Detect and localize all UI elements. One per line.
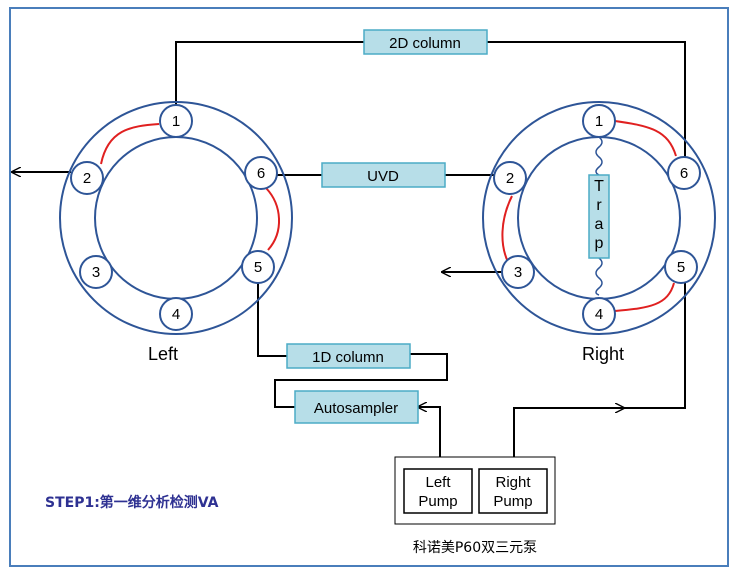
line-1d-column-to-autosampler [274,353,448,408]
trap-column [588,174,610,259]
column-1d: 1D column [286,343,411,369]
autosampler-label: Autosampler [314,400,398,417]
left-pump-line1: Left [425,474,451,491]
trap-wave-top [595,136,603,176]
line-l1-to-2d-column [175,41,364,106]
pump-housing: Left Pump Right Pump [394,456,556,525]
left-valve-port-label-2: 2 [83,170,91,187]
left-valve-port-label-5: 5 [254,259,262,276]
line-r5-down [622,283,686,409]
left-loop-1-2 [100,123,160,165]
right-valve-port-3 [501,255,535,289]
left-valve-inner-ring [94,136,258,300]
left-valve-port-label-1: 1 [172,113,180,130]
right-valve-port-label-1: 1 [595,113,603,130]
line-right-pump-to-valve [513,408,624,467]
left-valve-port-label-6: 6 [257,165,265,182]
right-loop-1-6 [614,120,677,157]
right-valve-port-5 [664,250,698,284]
left-valve: 1 2 3 4 5 6 [59,101,293,335]
left-valve-label: Left [148,344,178,364]
line-left-pump-to-autosampler [418,407,441,467]
right-pump: Right Pump [478,468,548,514]
left-valve-port-label-3: 3 [92,264,100,281]
left-pump: Left Pump [403,468,473,514]
uvd-detector: UVD [321,162,446,188]
right-loop-4-5 [614,282,675,312]
right-loop-2-3 [501,195,513,263]
right-valve-port-label-3: 3 [514,264,522,281]
left-pump-line2: Pump [418,493,457,510]
step-title: STEP1:第一维分析检测VA [45,494,219,511]
right-pump-line1: Right [495,474,531,491]
right-pump-line2: Pump [493,493,532,510]
left-valve-port-1 [159,104,193,138]
left-valve-port-4 [159,297,193,331]
line-l5-to-1d-column [257,283,287,357]
right-valve-label: Right [582,344,624,364]
right-valve-port-2 [493,161,527,195]
pump-caption: 科诺美P60双三元泵 [413,540,537,556]
autosampler: Autosampler [294,390,419,424]
left-valve-port-6 [244,156,278,190]
left-valve-port-2 [70,161,104,195]
right-valve-outer-ring [482,101,716,335]
left-valve-outer-ring [59,101,293,335]
outer-frame [9,7,729,567]
line-2d-column-to-r6 [487,41,686,161]
left-loop-6-5 [265,187,281,251]
right-valve-port-label-6: 6 [680,165,688,182]
column-2d: 2D column [363,29,488,55]
right-valve-port-1 [582,104,616,138]
right-valve-port-label-2: 2 [506,170,514,187]
uvd-label: UVD [367,168,399,185]
right-valve-port-label-5: 5 [677,259,685,276]
flow-lines [12,41,686,467]
right-valve-port-6 [667,156,701,190]
left-valve-port-5 [241,250,275,284]
right-valve-port-4 [582,297,616,331]
left-valve-port-3 [79,255,113,289]
column-1d-label: 1D column [312,349,384,366]
left-valve-port-label-4: 4 [172,306,180,323]
column-2d-label: 2D column [389,35,461,52]
right-valve-port-label-4: 4 [595,306,603,323]
trap-wave-bottom [595,257,603,296]
